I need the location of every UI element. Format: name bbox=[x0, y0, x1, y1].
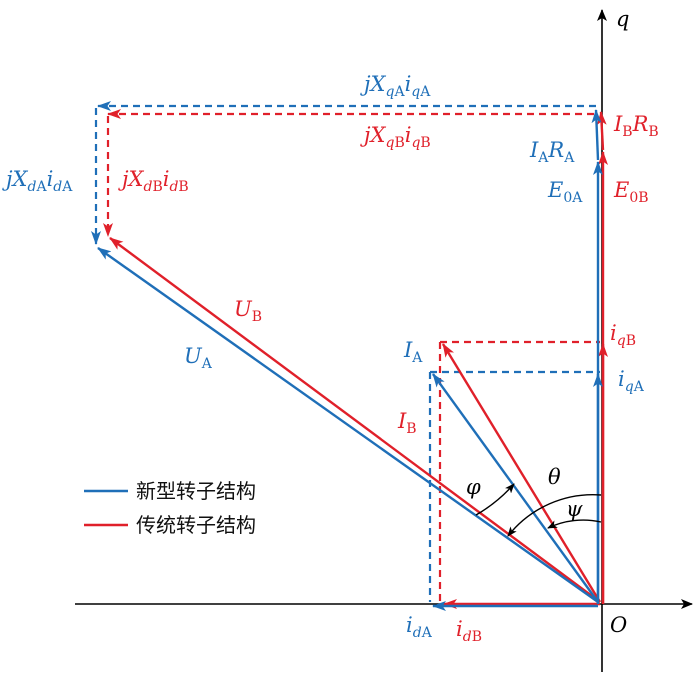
label-ub: UB bbox=[234, 297, 262, 325]
label-ib-rb: IBRB bbox=[613, 112, 659, 140]
legend-label-a: 新型转子结构 bbox=[136, 479, 256, 503]
angle-arcs bbox=[475, 483, 602, 537]
label-jx-qb: jXqBiqB bbox=[360, 123, 431, 151]
dashed-guides bbox=[91, 101, 600, 602]
label-ia-ra: IARA bbox=[529, 138, 575, 166]
q-axis-label: q bbox=[616, 7, 629, 31]
label-e0a: E0A bbox=[547, 178, 583, 206]
label-jx-db: jXdBidB bbox=[118, 167, 189, 195]
label-iqb: iqB bbox=[610, 321, 636, 349]
origin-label: O bbox=[610, 613, 627, 637]
series-a-phasors bbox=[97, 109, 603, 611]
ua-vector bbox=[97, 247, 599, 603]
label-ia: IA bbox=[403, 338, 423, 366]
series-b-phasors bbox=[109, 111, 608, 609]
label-jx-da: jXdAidA bbox=[2, 167, 73, 195]
label-idb: idB bbox=[456, 617, 482, 645]
ia-ra-vector bbox=[591, 109, 602, 161]
label-ib: IB bbox=[397, 409, 417, 437]
label-ida: idA bbox=[406, 613, 433, 641]
label-ua: UA bbox=[184, 344, 213, 372]
legend-label-b: 传统转子结构 bbox=[136, 513, 256, 537]
label-jx-qa: jXqAiqA bbox=[360, 72, 431, 100]
legend: 新型转子结构 传统转子结构 bbox=[84, 479, 256, 537]
ub-vector bbox=[109, 237, 601, 603]
theta-arc bbox=[507, 493, 602, 537]
label-e0b: E0B bbox=[613, 178, 649, 206]
ia-vector bbox=[432, 373, 599, 603]
label-iqa: iqA bbox=[618, 367, 645, 395]
ib-vector bbox=[441, 343, 602, 603]
label-psi: ψ bbox=[566, 497, 583, 521]
label-theta: θ bbox=[548, 465, 561, 489]
phi-arc bbox=[475, 483, 515, 516]
psi-arc bbox=[547, 519, 602, 529]
label-phi: φ bbox=[466, 475, 481, 499]
